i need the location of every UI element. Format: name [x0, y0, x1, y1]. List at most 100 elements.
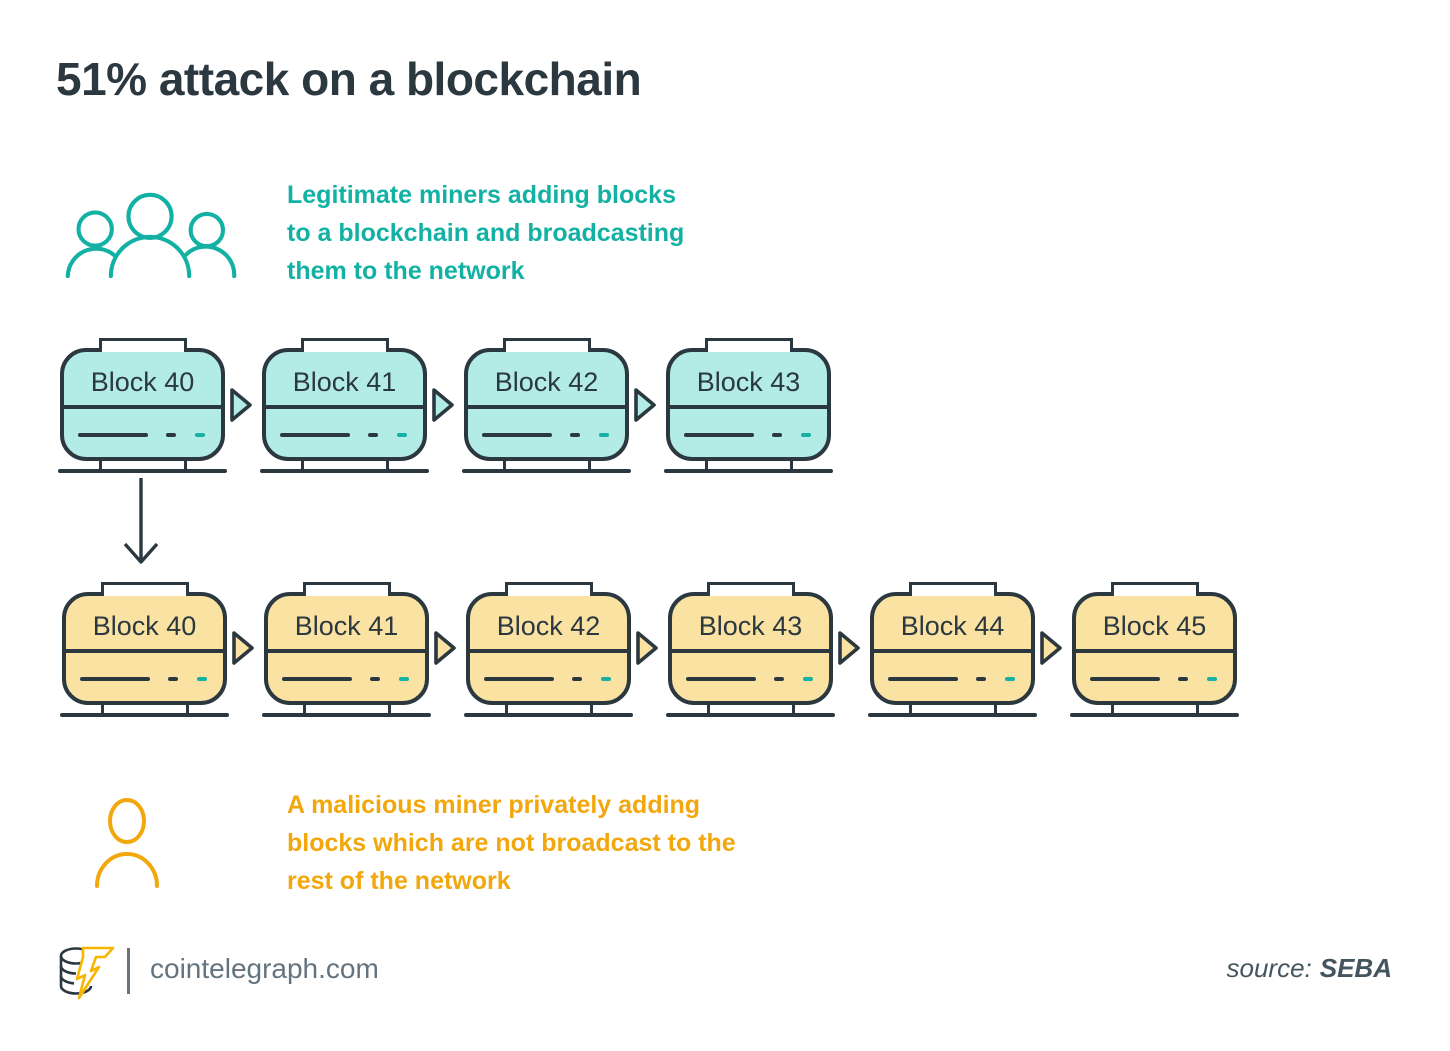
footer-source: source:SEBA	[1226, 953, 1392, 984]
block-handle	[908, 582, 997, 596]
block-data-dash	[772, 433, 782, 437]
private-block-41: Block 41	[262, 582, 431, 717]
malicious-caption-line1: A malicious miner privately adding	[287, 791, 701, 819]
public-block-41: Block 41	[260, 338, 429, 473]
block-data-dash-accent	[1207, 677, 1217, 681]
block-foot	[302, 701, 391, 713]
block-handle	[98, 338, 187, 352]
malicious-caption-line2: blocks which are not broadcast to the	[287, 829, 736, 857]
source-label: source:	[1226, 953, 1312, 983]
block-data-dash	[370, 677, 380, 681]
block-foot	[908, 701, 997, 713]
block-handle	[302, 582, 391, 596]
block-data-line	[80, 677, 150, 681]
block-base	[666, 713, 835, 717]
block-data-line	[686, 677, 756, 681]
block-divider	[62, 649, 227, 653]
block-divider	[264, 649, 429, 653]
block-handle	[706, 582, 795, 596]
block-label: Block 42	[494, 367, 599, 397]
block-data-dash	[368, 433, 378, 437]
block-label: Block 40	[92, 611, 197, 641]
footer-divider	[127, 948, 130, 994]
block-label: Block 43	[696, 367, 801, 397]
block-label: Block 40	[90, 367, 195, 397]
chain-arrow-icon	[232, 631, 254, 665]
malicious-miner-icon	[95, 798, 159, 888]
private-block-40: Block 40	[60, 582, 229, 717]
block-divider	[666, 405, 831, 409]
chain-arrow-icon	[838, 631, 860, 665]
block-data-dash-accent	[1005, 677, 1015, 681]
block-base	[462, 469, 631, 473]
block-data-line	[482, 433, 552, 437]
chain-arrow-icon	[1040, 631, 1062, 665]
block-base	[262, 713, 431, 717]
block-data-dash	[1178, 677, 1188, 681]
chain-arrow-icon	[230, 388, 252, 422]
block-data-dash-accent	[801, 433, 811, 437]
block-data-dash-accent	[397, 433, 407, 437]
block-label: Block 41	[292, 367, 397, 397]
block-data-line	[282, 677, 352, 681]
block-label: Block 45	[1102, 611, 1207, 641]
block-divider	[1072, 649, 1237, 653]
block-data-dash-accent	[803, 677, 813, 681]
block-label: Block 44	[900, 611, 1005, 641]
public-block-40: Block 40	[58, 338, 227, 473]
cointelegraph-logo	[59, 946, 115, 1000]
block-base	[1070, 713, 1239, 717]
private-block-43: Block 43	[666, 582, 835, 717]
chain-arrow-icon	[634, 388, 656, 422]
footer-site-text: cointelegraph.com	[150, 953, 379, 984]
fork-arrow-down-icon	[123, 478, 159, 564]
block-data-line	[78, 433, 148, 437]
private-block-44: Block 44	[868, 582, 1037, 717]
public-block-43: Block 43	[664, 338, 833, 473]
block-base	[60, 713, 229, 717]
block-foot	[1110, 701, 1199, 713]
block-handle	[100, 582, 189, 596]
lightning-bolt-icon	[75, 946, 115, 1000]
block-data-line	[888, 677, 958, 681]
block-data-dash	[570, 433, 580, 437]
block-label: Block 43	[698, 611, 803, 641]
block-data-dash	[976, 677, 986, 681]
block-label: Block 41	[294, 611, 399, 641]
block-foot	[706, 701, 795, 713]
block-data-dash	[572, 677, 582, 681]
source-value: SEBA	[1319, 953, 1392, 983]
block-data-dash-accent	[195, 433, 205, 437]
block-handle	[502, 338, 591, 352]
block-divider	[668, 649, 833, 653]
block-data-dash-accent	[599, 433, 609, 437]
block-base	[464, 713, 633, 717]
block-base	[58, 469, 227, 473]
block-divider	[262, 405, 427, 409]
block-divider	[464, 405, 629, 409]
public-block-42: Block 42	[462, 338, 631, 473]
chain-arrow-icon	[636, 631, 658, 665]
block-base	[664, 469, 833, 473]
block-data-line	[280, 433, 350, 437]
chain-arrow-icon	[434, 631, 456, 665]
block-foot	[100, 701, 189, 713]
block-data-line	[684, 433, 754, 437]
block-data-dash-accent	[197, 677, 207, 681]
malicious-caption-line3: rest of the network	[287, 867, 511, 895]
block-data-dash-accent	[399, 677, 409, 681]
block-data-dash-accent	[601, 677, 611, 681]
private-block-45: Block 45	[1070, 582, 1239, 717]
block-base	[868, 713, 1037, 717]
block-base	[260, 469, 429, 473]
legitimate-caption-line1: Legitimate miners adding blocks	[287, 181, 676, 209]
block-data-line	[484, 677, 554, 681]
block-foot	[704, 457, 793, 469]
block-handle	[504, 582, 593, 596]
legitimate-caption: Legitimate miners adding blocks to a blo…	[287, 176, 684, 290]
block-foot	[504, 701, 593, 713]
legitimate-caption-line2: to a blockchain and broadcasting	[287, 219, 685, 247]
block-data-dash	[166, 433, 176, 437]
chain-arrow-icon	[432, 388, 454, 422]
